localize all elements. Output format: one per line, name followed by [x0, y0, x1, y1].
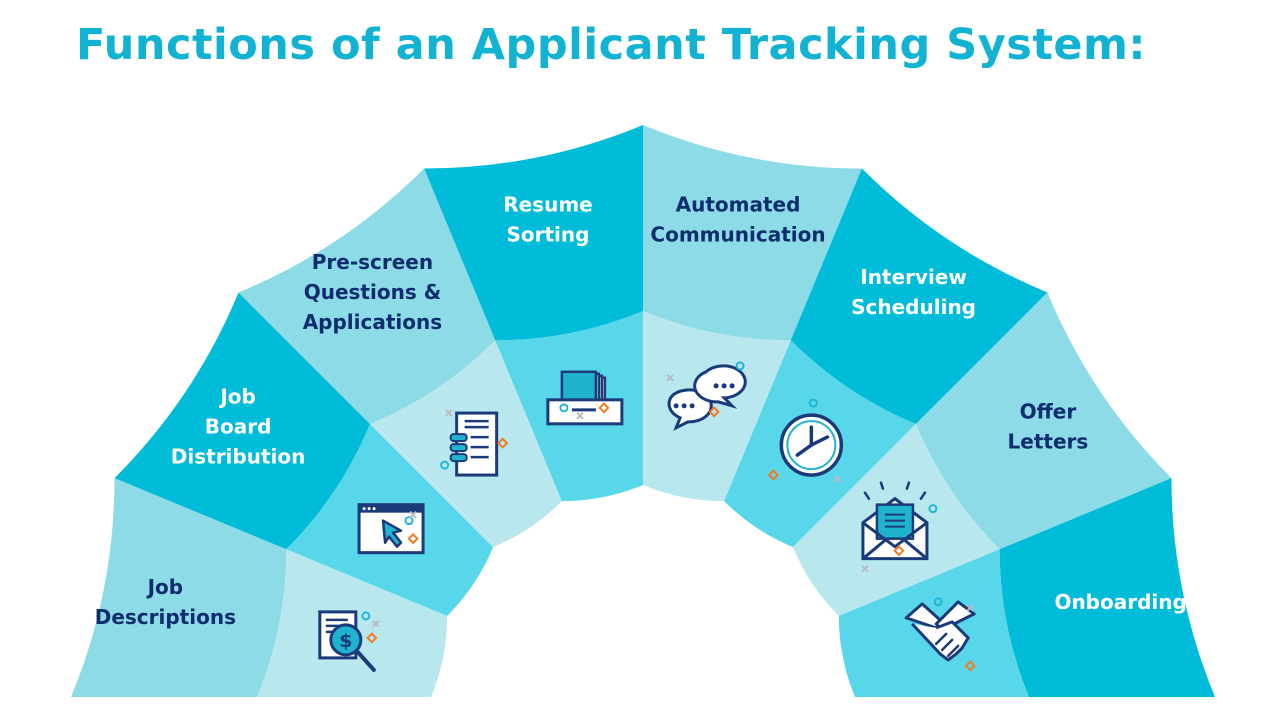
- segment-onboarding: Onboarding: [838, 478, 1215, 697]
- form-document-icon: [440, 409, 509, 477]
- segment-outer-band: [790, 168, 1048, 425]
- segment-outer-band: [999, 478, 1215, 697]
- segment-outer-band: [424, 125, 643, 341]
- chat-bubbles-icon: [666, 361, 747, 431]
- handshake-icon: [904, 597, 976, 672]
- magnifier-document-dollar-icon: $: [318, 610, 380, 672]
- segment-outer-band: [114, 292, 371, 550]
- segment-outer-band: [915, 292, 1172, 550]
- svg-text:$: $: [339, 630, 352, 652]
- browser-cursor-icon: [357, 503, 425, 555]
- segment-outer-band: [238, 168, 496, 425]
- segment-label-onboarding: Onboarding: [1054, 590, 1186, 614]
- file-tray-icon: [546, 370, 624, 426]
- segment-outer-band: [71, 478, 287, 697]
- open-envelope-letter-icon: [861, 481, 938, 573]
- segment-inner-band: [643, 311, 791, 502]
- page-title: Functions of an Applicant Tracking Syste…: [76, 20, 1147, 70]
- segment-outer-band: [643, 125, 862, 341]
- clock-icon: [767, 398, 844, 483]
